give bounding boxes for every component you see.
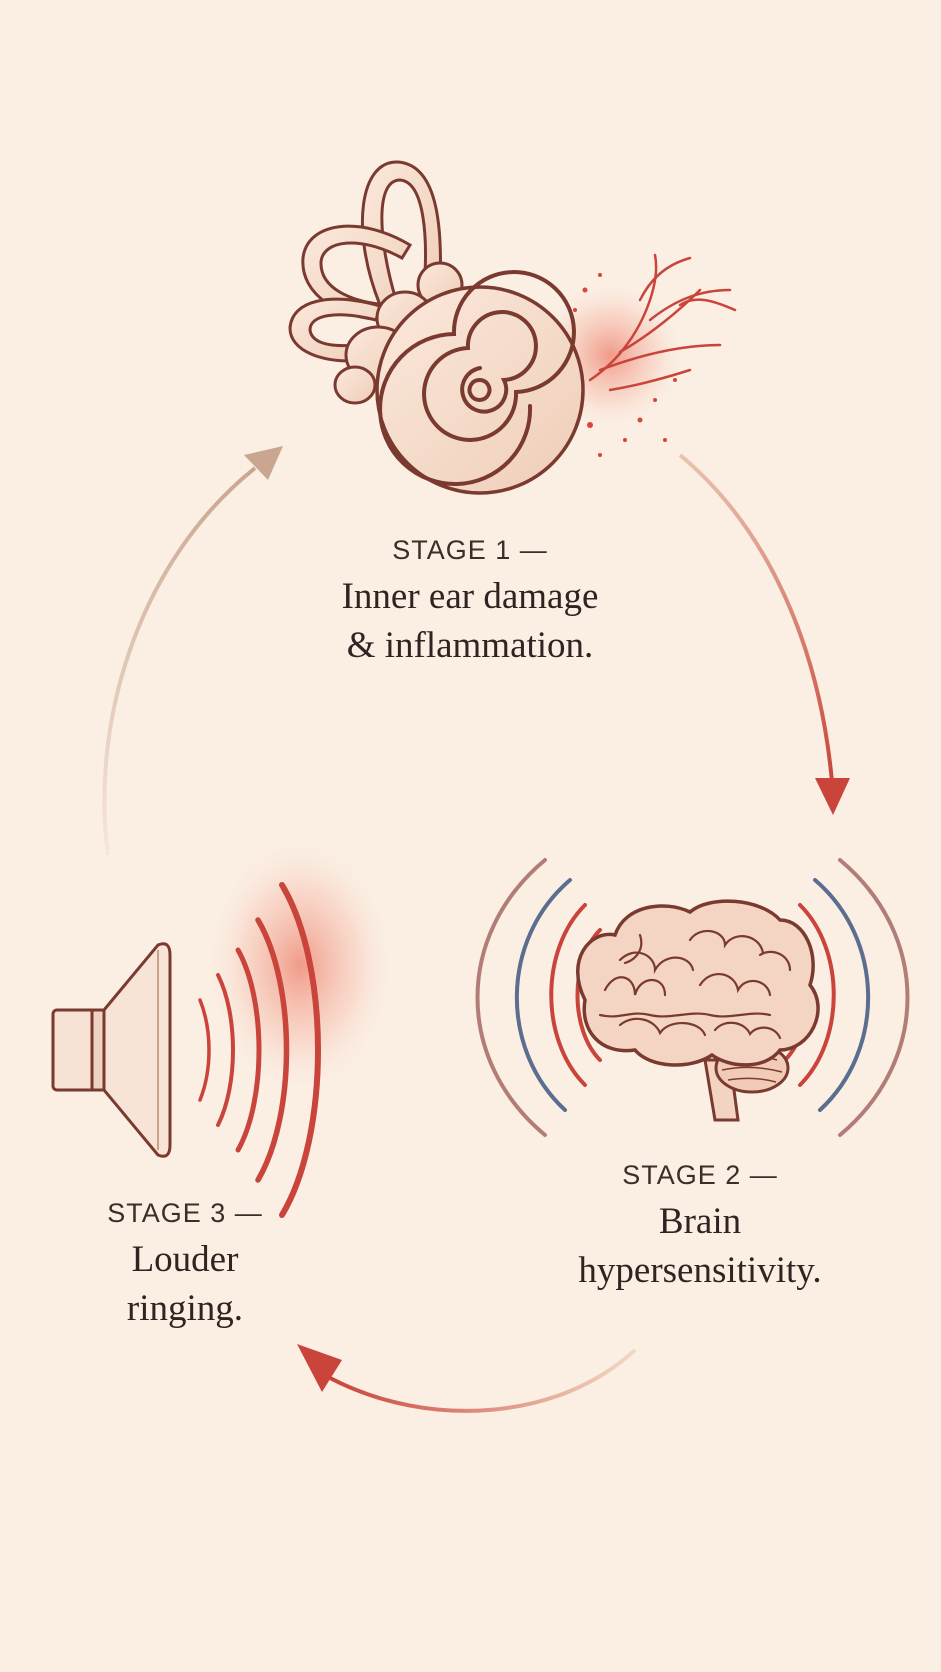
stage-1-label: STAGE 1 — Inner ear damage & inflammatio…	[300, 535, 640, 670]
stage-2-line-2: hypersensitivity.	[578, 1250, 822, 1291]
stage-2-description: Brain hypersensitivity.	[540, 1197, 860, 1295]
stage-2-label: STAGE 2 — Brain hypersensitivity.	[540, 1160, 860, 1295]
stage-3-line-1: Louder	[131, 1239, 239, 1280]
inner-ear-icon	[288, 160, 737, 495]
stage-3-description: Louder ringing.	[80, 1235, 290, 1333]
stage-1-line-1: Inner ear damage	[341, 576, 599, 617]
stage-3-line-2: ringing.	[126, 1288, 244, 1329]
speaker-icon	[51, 835, 395, 1218]
arrow-stage2-to-stage3	[297, 1344, 637, 1413]
stage-2-number: STAGE 2 —	[622, 1160, 778, 1190]
arrow-stage1-to-stage2	[678, 453, 850, 815]
brain-icon	[475, 858, 910, 1137]
stage-2-line-1: Brain	[658, 1201, 742, 1242]
brain-waves-left	[475, 858, 602, 1137]
stage-3-label: STAGE 3 — Louder ringing.	[80, 1198, 290, 1333]
stage-3-number: STAGE 3 —	[107, 1198, 263, 1228]
stage-1-description: Inner ear damage & inflammation.	[300, 572, 640, 670]
sound-waves	[198, 882, 321, 1218]
stage-1-line-2: & inflammation.	[346, 625, 594, 666]
stage-1-number: STAGE 1 —	[392, 535, 548, 565]
arrow-stage3-to-stage1	[102, 446, 283, 856]
